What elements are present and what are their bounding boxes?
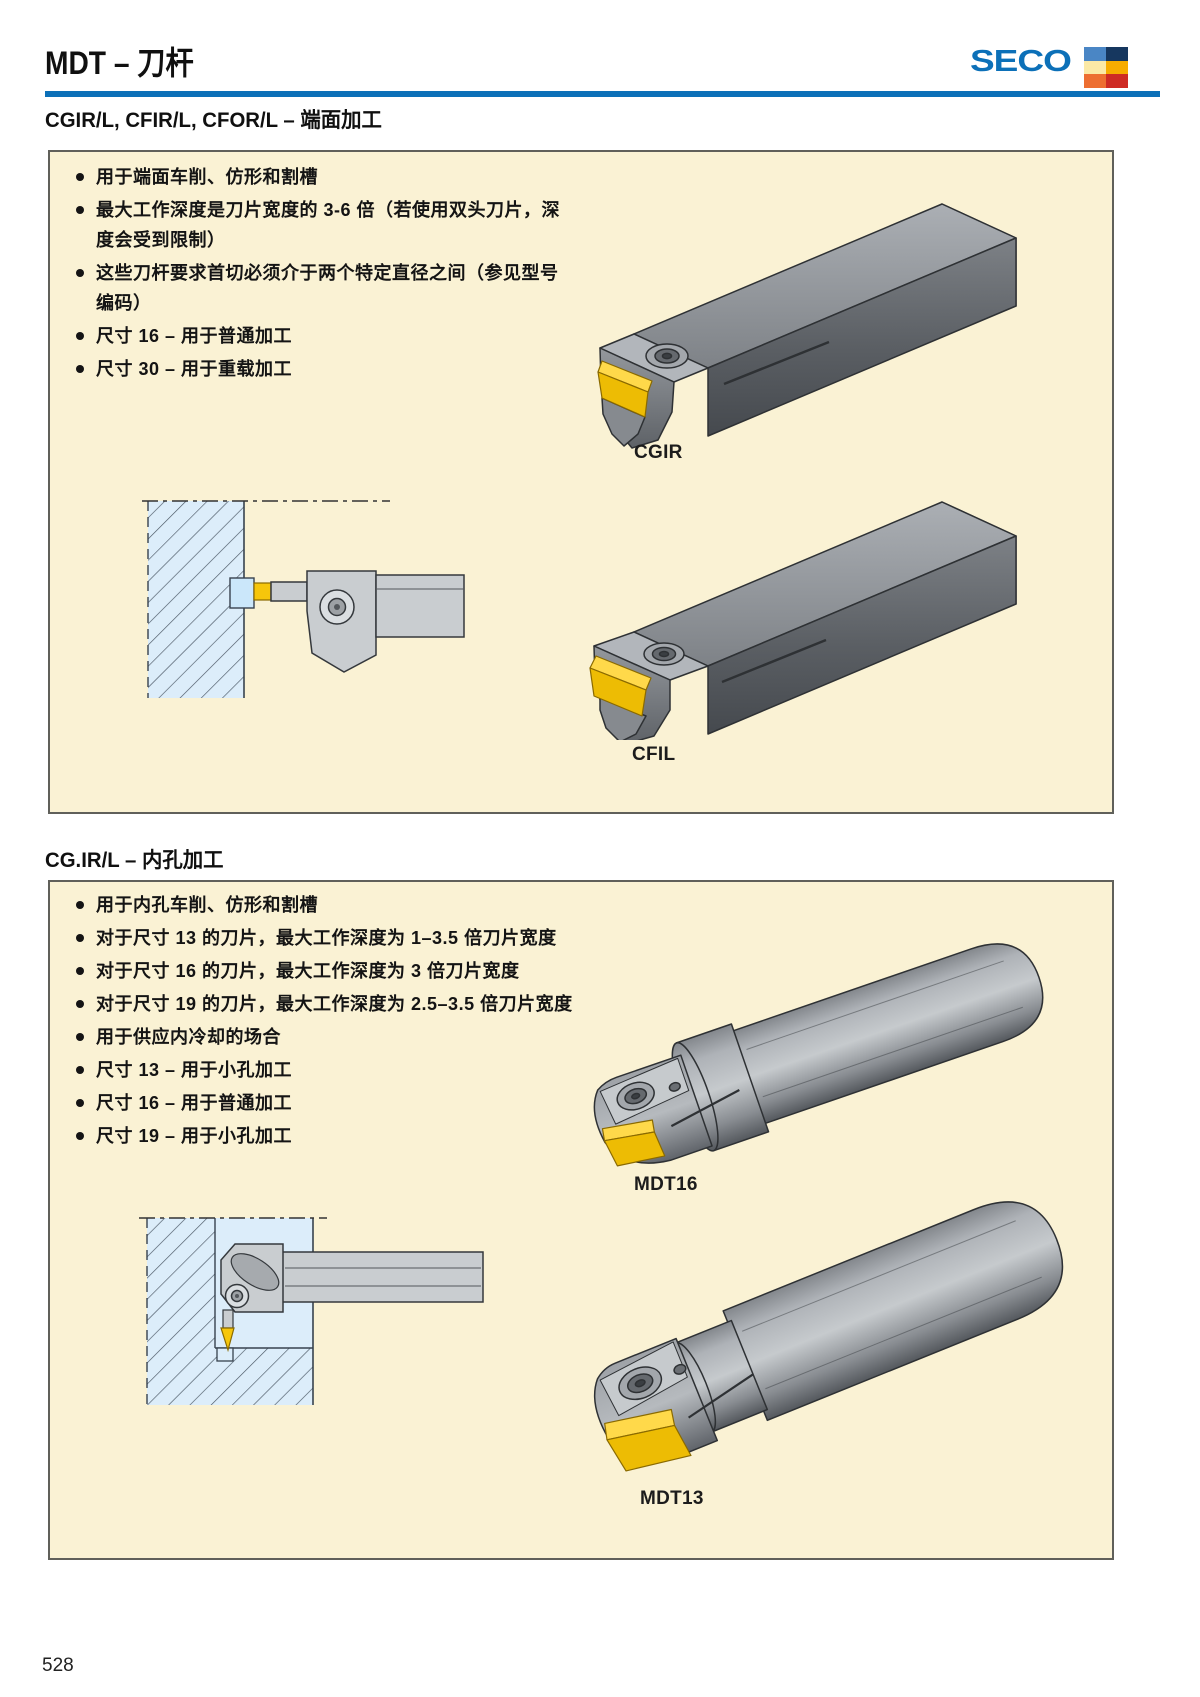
mdt16-tool-body	[593, 943, 1044, 1167]
diagram-tool	[220, 1243, 484, 1353]
feature-item: 对于尺寸 13 的刀片，最大工作深度为 1–3.5 倍刀片宽度	[72, 923, 672, 953]
face-machining-panel: 用于端面车削、仿形和割槽 最大工作深度是刀片宽度的 3-6 倍（若使用双头刀片，…	[48, 150, 1114, 814]
feature-item: 用于端面车削、仿形和割槽	[72, 162, 570, 192]
page-title: MDT – 刀杆	[45, 45, 194, 81]
feature-item: 用于供应内冷却的场合	[72, 1022, 672, 1052]
face-grooving-diagram	[142, 500, 465, 698]
tool-label-cfil: CFIL	[632, 744, 676, 765]
tool-label-mdt16: MDT16	[634, 1174, 698, 1195]
seco-logo-grid	[1084, 47, 1128, 88]
section-heading-bore-machining: CG.IR/L – 内孔加工	[45, 849, 224, 872]
mdt13-tool-illustration	[593, 1201, 1064, 1472]
feature-item: 尺寸 19 – 用于小孔加工	[72, 1121, 672, 1151]
diagram-tool	[253, 570, 465, 673]
mdt16-clamp-screw	[616, 1081, 655, 1111]
feature-item: 尺寸 13 – 用于小孔加工	[72, 1055, 672, 1085]
logo-square	[1084, 60, 1106, 74]
cgir-insert	[597, 360, 653, 418]
page-number: 528	[42, 1655, 74, 1676]
header-divider	[45, 91, 1160, 97]
tool-label-mdt13: MDT13	[640, 1488, 704, 1509]
cgir-tool-body	[597, 203, 1017, 449]
section-heading-face-machining: CGIR/L, CFIR/L, CFOR/L – 端面加工	[45, 109, 382, 132]
mdt16-tool-illustration	[593, 943, 1044, 1167]
mdt13-tool-body	[593, 1201, 1064, 1472]
feature-item: 尺寸 16 – 用于普通加工	[72, 321, 570, 351]
mdt16-insert	[601, 1119, 666, 1167]
internal-grooving-diagram	[139, 1217, 484, 1405]
cfil-tool-illustration	[589, 501, 1017, 740]
diagram-groove	[229, 577, 255, 609]
diagram-workpiece	[142, 500, 390, 698]
logo-square	[1106, 47, 1128, 61]
diagram-insert	[253, 582, 272, 601]
diagram-insert	[220, 1327, 235, 1353]
cfil-insert	[589, 655, 652, 717]
logo-square	[1084, 47, 1106, 61]
logo-square	[1106, 74, 1128, 88]
feature-item: 对于尺寸 16 的刀片，最大工作深度为 3 倍刀片宽度	[72, 956, 672, 986]
bore-machining-panel: 用于内孔车削、仿形和割槽 对于尺寸 13 的刀片，最大工作深度为 1–3.5 倍…	[48, 880, 1114, 1560]
seco-logo: SECO	[970, 44, 1160, 90]
cfil-clamp-screw	[643, 642, 685, 666]
mdt13-insert	[604, 1408, 692, 1472]
feature-list: 用于端面车削、仿形和割槽 最大工作深度是刀片宽度的 3-6 倍（若使用双头刀片，…	[72, 162, 570, 387]
tool-label-cgir: CGIR	[634, 442, 683, 463]
feature-item: 用于内孔车削、仿形和割槽	[72, 890, 672, 920]
feature-item: 这些刀杆要求首切必须介于两个特定直径之间（参见型号编码）	[72, 258, 570, 318]
cfil-tool-body	[589, 501, 1017, 740]
diagram-groove	[216, 1347, 234, 1362]
seco-logo-text: SECO	[970, 44, 1072, 78]
feature-item: 尺寸 16 – 用于普通加工	[72, 1088, 672, 1118]
logo-square	[1084, 74, 1106, 88]
cgir-tool-illustration	[597, 203, 1017, 449]
mdt13-clamp-screw	[618, 1366, 663, 1401]
cgir-clamp-screw	[645, 343, 689, 369]
feature-list: 用于内孔车削、仿形和割槽 对于尺寸 13 的刀片，最大工作深度为 1–3.5 倍…	[72, 890, 672, 1154]
logo-square	[1106, 60, 1128, 74]
feature-item: 最大工作深度是刀片宽度的 3-6 倍（若使用双头刀片，深度会受到限制）	[72, 195, 570, 255]
feature-item: 对于尺寸 19 的刀片，最大工作深度为 2.5–3.5 倍刀片宽度	[72, 989, 672, 1019]
feature-item: 尺寸 30 – 用于重载加工	[72, 354, 570, 384]
